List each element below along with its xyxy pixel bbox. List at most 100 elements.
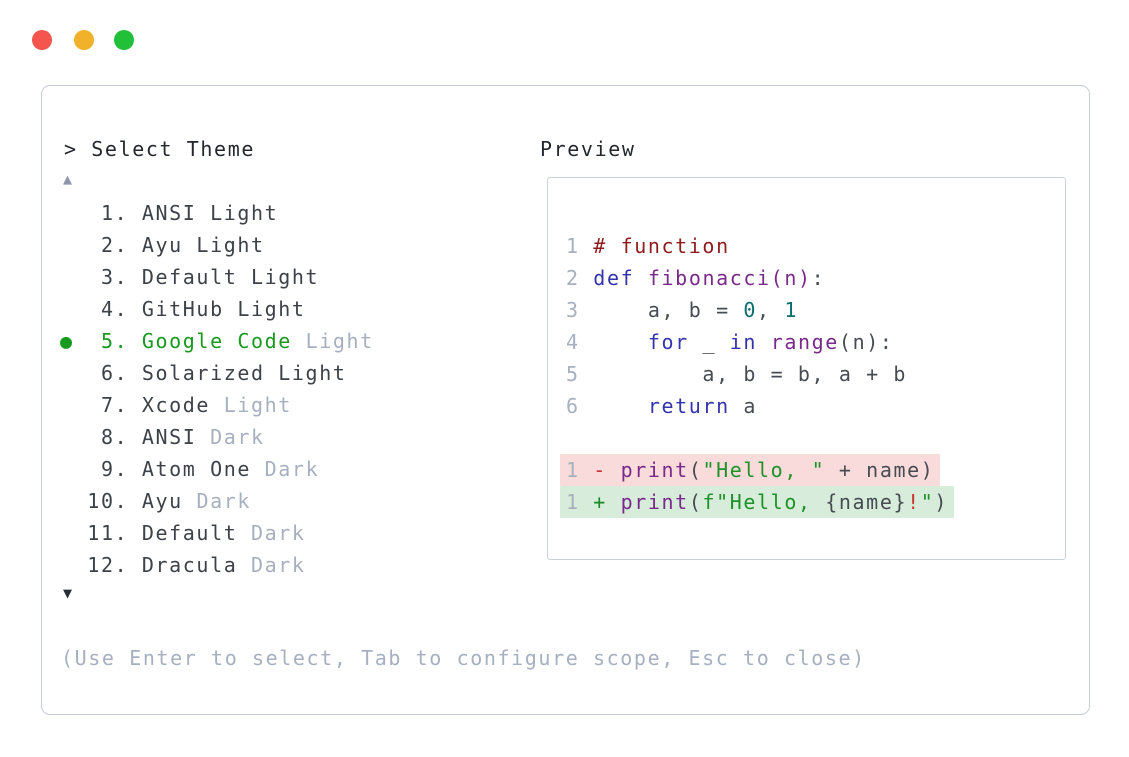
token-string: "Hello, ": [702, 458, 826, 482]
token-diff_minus: -: [593, 458, 621, 482]
theme-list-item[interactable]: 12. Dracula Dark: [60, 549, 374, 581]
selected-bullet-icon: [60, 489, 87, 513]
theme-list-item[interactable]: 6. Solarized Light: [60, 357, 374, 389]
theme-item-variant: Light: [291, 329, 374, 353]
theme-item-label: 5. Google Code: [87, 329, 292, 353]
token-plain: _: [688, 330, 730, 354]
token-title: range: [770, 330, 839, 354]
line-number: 1: [566, 490, 594, 514]
line-number: 5: [566, 362, 594, 386]
code-line: 3 a, b = 0, 1: [566, 294, 954, 326]
selected-bullet-icon: [60, 425, 87, 449]
token-plain: ): [934, 490, 949, 514]
token-keyword: def: [593, 266, 635, 290]
diff-code-line: 1 + print(f"Hello, {name}!"): [560, 486, 955, 518]
theme-item-variant: Dark: [237, 521, 306, 545]
token-keyword: for: [647, 330, 689, 354]
token-title: (n): [770, 266, 812, 290]
token-plain: {name}: [825, 490, 908, 514]
selected-bullet-icon: [60, 521, 87, 545]
theme-list-item[interactable]: 2. Ayu Light: [60, 229, 374, 261]
theme-list-item[interactable]: 8. ANSI Dark: [60, 421, 374, 453]
token-keyword: return: [647, 394, 730, 418]
token-plain: + name): [825, 458, 935, 482]
theme-list-item[interactable]: 11. Default Dark: [60, 517, 374, 549]
theme-item-variant: Light: [210, 393, 292, 417]
theme-list-item[interactable]: 3. Default Light: [60, 261, 374, 293]
token-title: fibonacci: [647, 266, 771, 290]
theme-list-item[interactable]: 1. ANSI Light: [60, 197, 374, 229]
token-plain: :: [811, 266, 826, 290]
selected-bullet-icon: [60, 393, 87, 417]
token-keyword: in: [729, 330, 758, 354]
token-plain: (n):: [838, 330, 894, 354]
line-number: 1: [566, 458, 594, 482]
theme-list-item[interactable]: 7. Xcode Light: [60, 389, 374, 421]
selected-bullet-icon: ●: [60, 329, 88, 353]
theme-item-variant: Dark: [251, 457, 320, 481]
selected-bullet-icon: [60, 201, 87, 225]
line-number: 4: [566, 330, 594, 354]
token-number: 1: [784, 298, 798, 322]
preview-title: Preview: [540, 137, 636, 161]
code-line: 1 # function: [566, 230, 954, 262]
theme-item-variant: Dark: [182, 489, 252, 513]
line-number: 3: [566, 298, 594, 322]
theme-list-item[interactable]: 9. Atom One Dark: [60, 453, 374, 485]
traffic-light-minimize-button[interactable]: [74, 30, 94, 50]
selected-bullet-icon: [60, 297, 87, 321]
theme-list-item[interactable]: 10. Ayu Dark: [60, 485, 374, 517]
token-diff_plus: +: [593, 490, 621, 514]
code-line: [566, 422, 954, 454]
token-plain: a, b = b, a + b: [593, 362, 908, 386]
token-plain: [593, 394, 648, 418]
code-line: 6 return a: [566, 390, 954, 422]
theme-item-label: 1. ANSI Light: [87, 201, 279, 225]
theme-list: 1. ANSI Light 2. Ayu Light 3. Default Li…: [60, 197, 374, 581]
token-plain: a, b =: [593, 298, 744, 322]
diff-code-line: 1 - print("Hello, " + name): [560, 454, 954, 486]
theme-item-label: 10. Ayu: [87, 489, 183, 513]
line-number: 1: [566, 234, 594, 258]
traffic-light-close-button[interactable]: [32, 30, 52, 50]
theme-list-item[interactable]: ● 5. Google Code Light: [60, 325, 374, 357]
token-plain: [757, 330, 771, 354]
theme-item-label: 11. Default: [87, 521, 238, 545]
theme-item-variant: Dark: [237, 553, 306, 577]
theme-item-variant: Dark: [196, 425, 265, 449]
token-comment: # function: [593, 234, 730, 258]
selected-bullet-icon: [60, 233, 87, 257]
token-plain: [593, 330, 648, 354]
line-number: 2: [566, 266, 594, 290]
selected-bullet-icon: [60, 361, 87, 385]
theme-item-label: 7. Xcode: [87, 393, 211, 417]
token-number: 0: [743, 298, 758, 322]
theme-item-label: 3. Default Light: [87, 265, 320, 289]
token-string: f"Hello,: [702, 490, 826, 514]
token-plain: (: [688, 490, 703, 514]
traffic-light-zoom-button[interactable]: [114, 30, 134, 50]
code-line: 4 for _ in range(n):: [566, 326, 954, 358]
theme-item-label: 12. Dracula: [87, 553, 238, 577]
theme-list-item[interactable]: 4. GitHub Light: [60, 293, 374, 325]
scroll-up-indicator-icon[interactable]: ▲: [63, 170, 74, 188]
theme-item-label: 8. ANSI: [87, 425, 197, 449]
token-title: print: [620, 490, 689, 514]
keyboard-hint-text: (Use Enter to select, Tab to configure s…: [61, 646, 866, 670]
diff-highlight: 1 - print("Hello, " + name): [560, 454, 941, 486]
select-theme-prompt: > Select Theme: [64, 137, 255, 161]
token-title: print: [620, 458, 689, 482]
selected-bullet-icon: [60, 553, 87, 577]
scroll-down-indicator-icon[interactable]: ▼: [63, 584, 74, 602]
token-plain: a: [729, 394, 758, 418]
theme-item-label: 2. Ayu Light: [87, 233, 265, 257]
diff-highlight: 1 + print(f"Hello, {name}!"): [560, 486, 955, 518]
code-line: 5 a, b = b, a + b: [566, 358, 954, 390]
code-line: 2 def fibonacci(n):: [566, 262, 954, 294]
token-bang: !: [907, 490, 921, 514]
token-string: ": [920, 490, 935, 514]
token-plain: ,: [757, 298, 785, 322]
